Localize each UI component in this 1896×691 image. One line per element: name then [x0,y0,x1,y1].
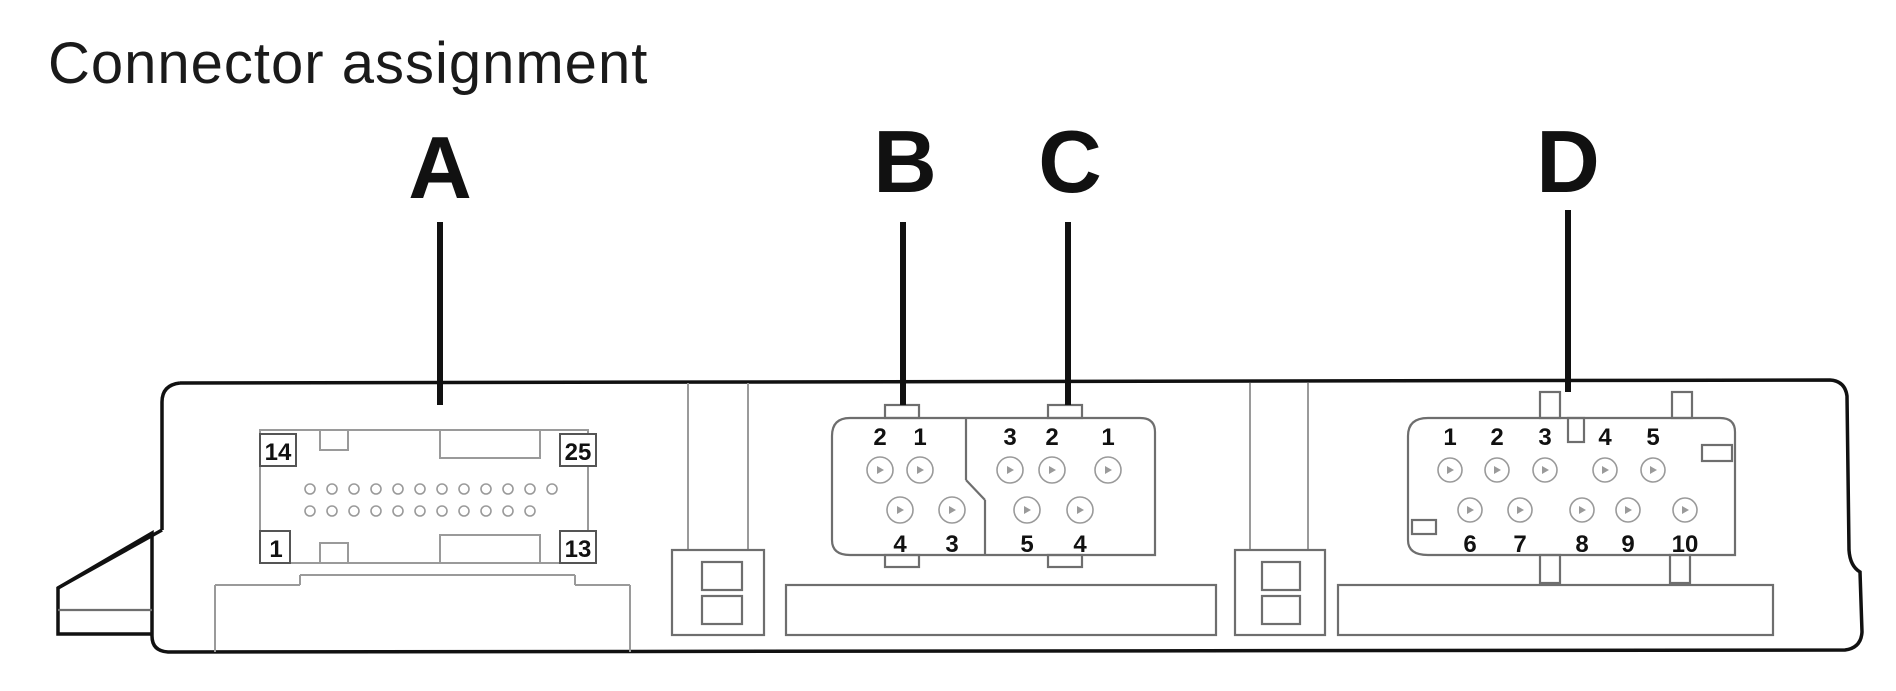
cavity-marker-icon [897,506,904,514]
cavity-marker-icon [1542,466,1549,474]
connector-a-cavity [502,505,514,517]
connector-a-cavity [436,483,448,495]
connector-c-label: C [1038,112,1102,211]
pin-label-c-3: 3 [1003,424,1016,451]
pin-label-c-2: 2 [1045,424,1058,451]
cavity-marker-icon [1682,506,1689,514]
pin-label-c-1: 1 [1101,424,1114,451]
pin-label-d-4: 4 [1598,424,1612,451]
pin-label-a-1: 1 [269,536,282,563]
connector-a-cavity [524,483,536,495]
cavity-marker-icon [1105,466,1112,474]
connector-a-cavity [524,505,536,517]
page-title: Connector assignment [48,31,649,96]
connector-a-cavity [304,505,316,517]
connector-a-cavity [436,505,448,517]
connector-a-cavity [414,483,426,495]
connector-bc-housing [830,403,1157,569]
pin-label-a-14: 14 [265,439,292,466]
cavity-marker-icon [1579,506,1586,514]
connector-a-cavity [348,505,360,517]
cavity-marker-icon [1467,506,1474,514]
connector-a [259,429,597,564]
connector-a-cavity [502,483,514,495]
pin-label-b-3: 3 [945,531,958,558]
connector-a-cavity [326,505,338,517]
cavity-marker-icon [917,466,924,474]
connector-a-label: A [408,118,472,217]
cavity-marker-icon [1602,466,1609,474]
pin-label-b-2: 2 [873,424,886,451]
cavity-marker-icon [1077,506,1084,514]
cavity-marker-icon [1447,466,1454,474]
connector-a-cavity [370,483,382,495]
cavity-marker-icon [877,466,884,474]
pin-label-d-1: 1 [1443,424,1456,451]
connector-a-cavity [348,483,360,495]
control-unit-housing [56,378,1864,654]
cavity-marker-icon [1007,466,1014,474]
connector-a-cavity [326,483,338,495]
connector-d-label: D [1536,112,1600,211]
connector-a-cavity [304,483,316,495]
cavity-marker-icon [1650,466,1657,474]
cavity-marker-icon [1625,506,1632,514]
connector-b-label: B [873,112,937,211]
connector-a-cavity [458,505,470,517]
pin-label-d-6: 6 [1463,531,1476,558]
pin-label-d-5: 5 [1646,424,1659,451]
pin-label-d-2: 2 [1490,424,1503,451]
connector-a-cavity [370,505,382,517]
connector-a-cavity [414,505,426,517]
cavity-marker-icon [1517,506,1524,514]
pin-label-c-4: 4 [1073,531,1087,558]
pin-label-d-9: 9 [1621,531,1634,558]
cavity-marker-icon [1494,466,1501,474]
pin-label-a-13: 13 [565,536,592,563]
cavity-marker-icon [949,506,956,514]
pin-label-d-7: 7 [1513,531,1526,558]
connector-a-cavity [392,483,404,495]
pin-label-d-10: 10 [1672,531,1699,558]
connector-a-cavity [480,505,492,517]
connector-a-cavity [546,483,558,495]
pin-label-c-5: 5 [1020,531,1033,558]
cavity-marker-icon [1049,466,1056,474]
connector-a-cavity [392,505,404,517]
pin-label-d-3: 3 [1538,424,1551,451]
connector-a-cavity [458,483,470,495]
pin-label-b-4: 4 [893,531,907,558]
cavity-marker-icon [1024,506,1031,514]
pin-label-b-1: 1 [913,424,926,451]
connector-a-cavity [480,483,492,495]
pin-label-d-8: 8 [1575,531,1588,558]
pin-label-a-25: 25 [565,439,592,466]
connector-d-housing [1406,390,1737,585]
